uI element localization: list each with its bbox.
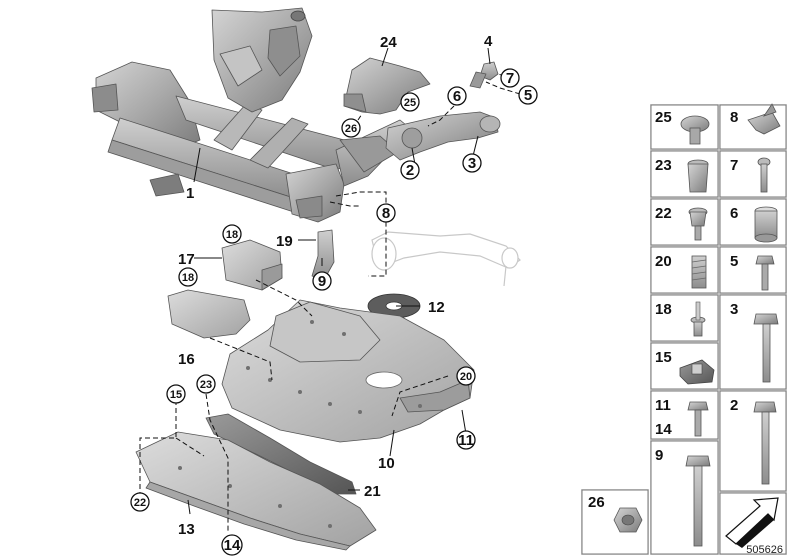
label-23: 23 — [200, 379, 212, 391]
label-12: 12 — [428, 299, 445, 316]
label-4: 4 — [484, 33, 493, 50]
label-8: 8 — [382, 205, 390, 222]
label-16: 16 — [178, 351, 195, 368]
label-14: 14 — [224, 537, 241, 554]
label-10: 10 — [378, 455, 395, 472]
part-labels: 1 2 3 4 5 6 7 8 9 10 11 12 13 14 15 16 1… — [134, 33, 532, 554]
label-24: 24 — [380, 34, 397, 51]
label-2: 2 — [406, 162, 414, 179]
cell-9-num: 9 — [655, 447, 663, 464]
label-7: 7 — [506, 70, 514, 87]
label-17: 17 — [178, 251, 195, 268]
rivet-icon — [690, 301, 706, 337]
cell-14-num: 14 — [655, 421, 672, 438]
small-shield-17 — [221, 239, 283, 291]
cell-8-num: 8 — [730, 109, 738, 126]
label-1: 1 — [186, 185, 194, 202]
hex-bolt-icon — [755, 255, 775, 291]
cell-5-num: 5 — [730, 253, 738, 270]
bracket-4 — [469, 61, 499, 89]
long-bolt-icon — [685, 455, 711, 547]
label-20: 20 — [460, 371, 472, 383]
label-26: 26 — [345, 123, 357, 135]
label-3: 3 — [468, 155, 476, 172]
label-19: 19 — [276, 233, 293, 250]
cell-25-num: 25 — [655, 109, 672, 126]
cell-22-num: 22 — [655, 205, 672, 222]
screw-rivet-icon — [680, 115, 710, 145]
label-9: 9 — [318, 273, 326, 290]
lower-shield-13 — [135, 431, 377, 551]
long-bolt-icon — [753, 401, 777, 485]
cell-23-num: 23 — [655, 157, 672, 174]
clip-nut-icon — [679, 359, 715, 385]
sleeve-icon — [754, 206, 778, 243]
flange-nut-icon — [688, 207, 708, 241]
cell-15-num: 15 — [655, 349, 672, 366]
label-15: 15 — [170, 389, 182, 401]
spring-nut-icon — [691, 255, 707, 289]
cell-6-num: 6 — [730, 205, 738, 222]
hardware-table: 25 8 23 7 22 6 20 5 18 3 15 11 14 2 9 26 — [581, 103, 787, 555]
label-13: 13 — [178, 521, 195, 538]
label-5: 5 — [524, 87, 532, 104]
hex-nut-icon — [613, 507, 643, 533]
label-circles — [130, 68, 538, 556]
label-11: 11 — [458, 432, 474, 449]
label-25: 25 — [404, 97, 416, 109]
label-6: 6 — [453, 88, 461, 105]
cell-20-num: 20 — [655, 253, 672, 270]
long-hex-bolt-icon — [753, 313, 779, 383]
label-21: 21 — [364, 483, 381, 500]
cell-11-num: 11 — [655, 397, 671, 414]
bracket-icon — [747, 103, 781, 135]
expansion-nut-icon — [687, 159, 709, 193]
bolt-icon — [757, 157, 771, 193]
side-shield-16 — [167, 289, 251, 339]
heat-shield — [343, 57, 431, 115]
document-number: 505626 — [746, 544, 783, 556]
cell-7-num: 7 — [730, 157, 738, 174]
label-18b: 18 — [182, 272, 194, 284]
control-arm — [385, 111, 501, 161]
label-22: 22 — [134, 497, 146, 509]
wishbone-outline — [371, 231, 521, 287]
underbody-panel — [221, 299, 475, 443]
cell-2-num: 2 — [730, 397, 738, 414]
forward-arrow-icon — [725, 497, 779, 548]
leader-lines — [139, 47, 521, 532]
front-axle-subframe — [91, 7, 413, 223]
cell-18-num: 18 — [655, 301, 672, 318]
label-18a: 18 — [226, 229, 238, 241]
hex-bolt-icon — [687, 401, 709, 437]
cell-3-num: 3 — [730, 301, 738, 318]
cell-26-num: 26 — [588, 494, 605, 511]
